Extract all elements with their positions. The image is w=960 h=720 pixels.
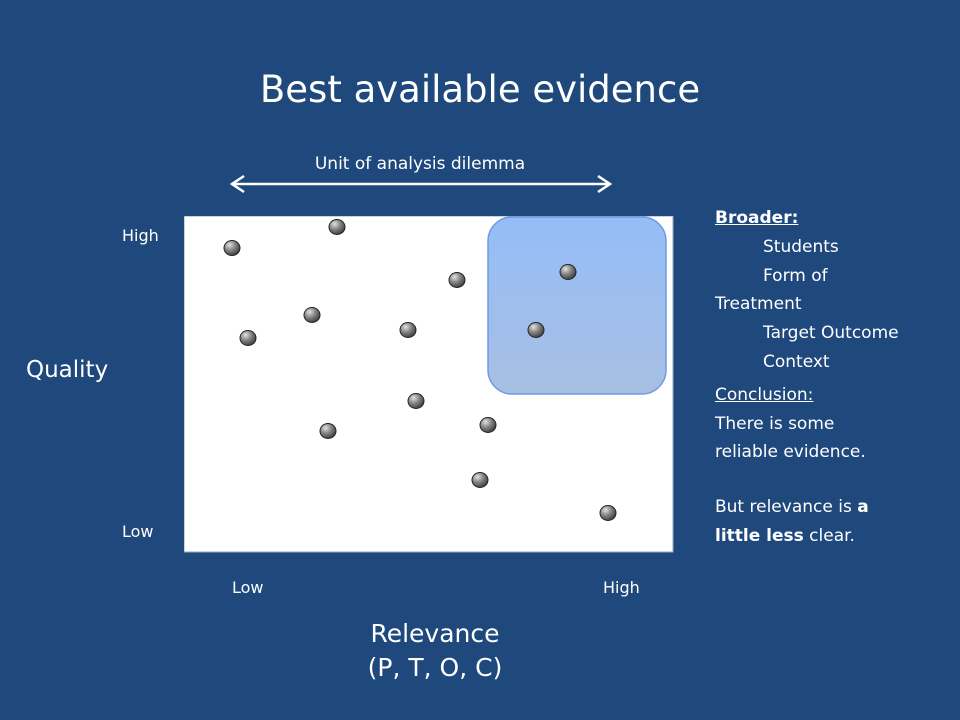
evidence-dot xyxy=(239,330,257,346)
broader-item: Form of xyxy=(763,265,828,286)
side-panel: Broader: Students Form of Treatment Targ… xyxy=(715,204,945,551)
broader-heading: Broader: xyxy=(715,208,799,228)
evidence-dot xyxy=(559,264,577,280)
y-axis-low-label: Low xyxy=(122,522,154,541)
evidence-dot xyxy=(448,272,466,288)
evidence-dot xyxy=(407,393,425,409)
conclusion-text: reliable evidence. xyxy=(715,442,866,463)
evidence-scatter-plot xyxy=(184,216,674,553)
x-axis-title-line2: (P, T, O, C) xyxy=(367,653,503,682)
conclusion-heading: Conclusion: xyxy=(715,384,814,405)
evidence-dot xyxy=(399,322,417,338)
x-axis-high-label: High xyxy=(603,578,640,597)
slide-title: Best available evidence xyxy=(259,68,701,111)
broader-item: Target Outcome xyxy=(763,323,899,344)
conclusion-text: There is some xyxy=(715,413,835,434)
broader-item: Treatment xyxy=(715,294,802,315)
evidence-dot xyxy=(527,322,545,338)
evidence-dot xyxy=(599,505,617,521)
relevance-note: But relevance is a xyxy=(715,497,869,518)
y-axis-title: Quality xyxy=(26,357,109,383)
evidence-dot xyxy=(319,423,337,439)
dilemma-label: Unit of analysis dilemma xyxy=(314,154,526,174)
x-axis-title-line1: Relevance xyxy=(370,619,500,648)
broader-item: Students xyxy=(763,236,839,257)
evidence-dot xyxy=(471,472,489,488)
evidence-dot xyxy=(303,307,321,323)
y-axis-high-label: High xyxy=(122,226,159,245)
evidence-dot xyxy=(479,417,497,433)
x-axis-low-label: Low xyxy=(232,578,264,597)
x-axis-title: Relevance (P, T, O, C) xyxy=(340,617,530,685)
double-arrow-icon xyxy=(229,174,613,194)
best-evidence-highlight-box xyxy=(487,216,667,395)
relevance-note: little less clear. xyxy=(715,525,855,546)
evidence-dot xyxy=(328,219,346,235)
evidence-dot xyxy=(223,240,241,256)
broader-item: Context xyxy=(763,351,830,372)
